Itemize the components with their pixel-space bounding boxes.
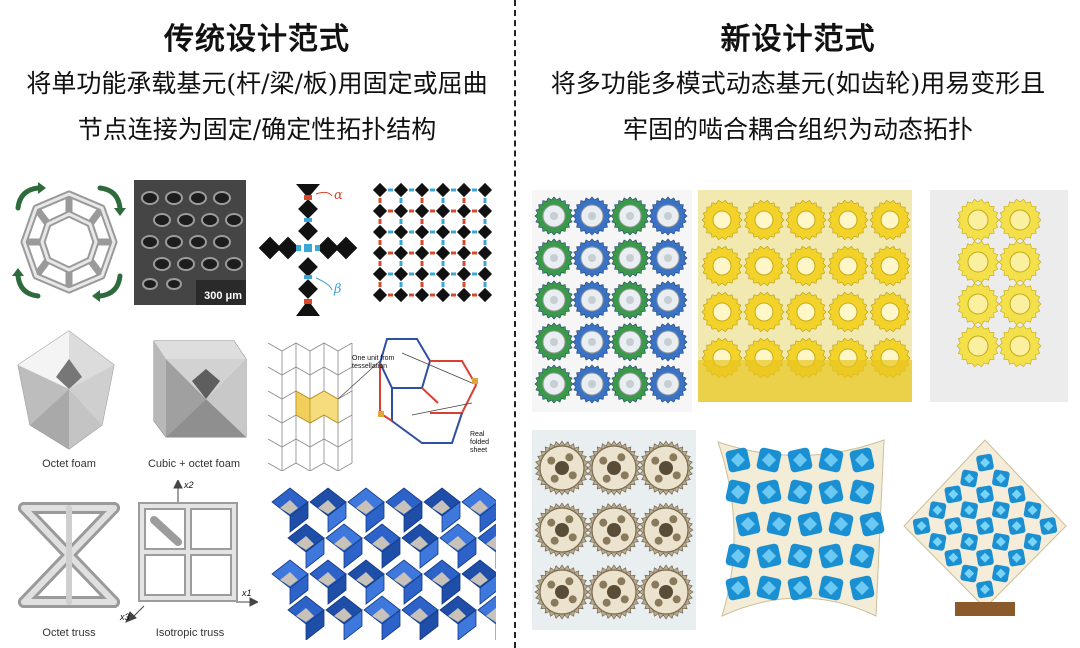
truncated-octahedron-unit-image [10, 180, 128, 305]
diamond-kirigami-metamaterial-photo [900, 436, 1070, 616]
beta-label: β [334, 282, 342, 297]
left-description-line-1: 将单功能承载基元(杆/梁/板)用固定或屈曲 [26, 69, 488, 98]
axis-x2-label: x2 [184, 480, 194, 490]
cubic-octet-foam-caption: Cubic + octet foam [147, 458, 241, 470]
octet-truss-caption: Octet truss [42, 627, 96, 639]
bent-kirigami-metamaterial-photo [708, 430, 894, 626]
left-description-line-2: 节点连接为固定/确定性拓扑结构 [77, 115, 437, 144]
dashed-divider [514, 0, 516, 648]
isotropic-truss-image: x2 x1 x3 Isotropic truss [118, 480, 258, 642]
right-description-line-1: 将多功能多模式动态基元(如齿轮)用易变形且 [550, 69, 1046, 98]
isotropic-truss-caption: Isotropic truss [155, 627, 225, 639]
folded-label: folded [470, 439, 490, 446]
octet-truss-image: Octet truss [10, 490, 128, 640]
tessellation-label: tessellation [352, 363, 388, 370]
rotating-squares-unit-image: α β [258, 178, 358, 320]
yellow-gear-column-photo [930, 190, 1068, 402]
sheet-label: sheet [470, 447, 488, 454]
alpha-label: α [334, 188, 343, 203]
axis-x3-label: x3 [120, 612, 130, 622]
blue-origami-lattice-image [268, 482, 496, 640]
scale-bar-label: 300 μm [204, 290, 242, 302]
axis-x1-label: x1 [242, 588, 252, 598]
left-title: 传统设计范式 [164, 22, 350, 57]
one-unit-label: One unit from [352, 355, 395, 362]
yellow-gear-block-photo [698, 190, 912, 402]
octet-foam-caption: Octet foam [42, 458, 96, 470]
right-description-line-2: 牢固的啮合耦合组织为动态拓扑 [622, 115, 973, 144]
right-title: 新设计范式 [720, 22, 876, 57]
sem-lattice-image: 300 μm [134, 180, 246, 305]
origami-tessellation-diagram: One unit from tessellation Real folded s… [262, 333, 500, 471]
real-label: Real [470, 431, 485, 438]
blue-green-gear-array-photo [532, 190, 692, 412]
octet-foam-image: Octet foam [10, 325, 128, 475]
rotating-squares-network-image [370, 180, 498, 310]
cubic-octet-foam-image: Cubic + octet foam [134, 325, 254, 475]
metal-gear-array-photo [532, 430, 696, 630]
